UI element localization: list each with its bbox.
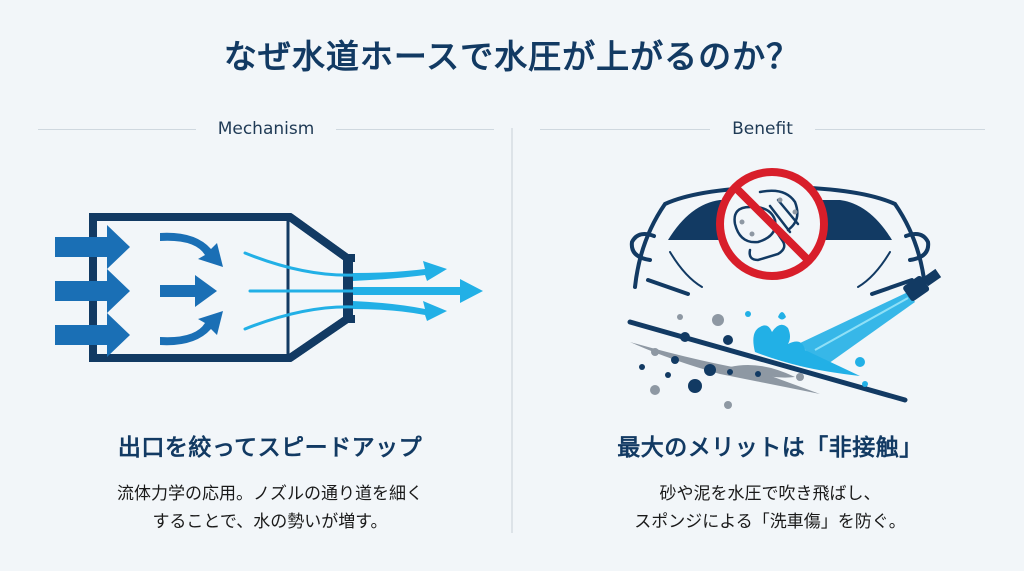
mechanism-label: Mechanism (217, 119, 315, 139)
mechanism-text-line: することで、水の勢いが増す。 (152, 512, 388, 532)
benefit-description: 砂や泥を水圧で吹き飛ばし、 スポンジによる「洗車傷」を防ぐ。 (540, 480, 1000, 536)
header-rule-right (336, 128, 494, 130)
nozzle-flow-icon (55, 195, 495, 380)
benefit-heading: 最大のメリットは「非接触」 (617, 435, 923, 461)
column-divider (511, 128, 513, 533)
mechanism-description: 流体力学の応用。ノズルの通り道を細く することで、水の勢いが増す。 (40, 480, 500, 536)
header-rule-left (38, 128, 196, 130)
benefit-section-header: Benefit (540, 118, 986, 140)
benefit-label: Benefit (732, 119, 793, 139)
benefit-text-line: 砂や泥を水圧で吹き飛ばし、 (659, 484, 881, 504)
mechanism-section-header: Mechanism (38, 118, 494, 140)
mechanism-heading: 出口を絞ってスピードアップ (117, 435, 423, 461)
contactless-wash-icon (610, 162, 950, 412)
page-title: なぜ水道ホースで水圧が上がるのか？ (223, 37, 801, 76)
mechanism-text-line: 流体力学の応用。ノズルの通り道を細く (117, 484, 423, 504)
benefit-text-line: スポンジによる「洗車傷」を防ぐ。 (634, 512, 906, 532)
header-rule-right (814, 128, 986, 130)
header-rule-left (540, 128, 711, 130)
